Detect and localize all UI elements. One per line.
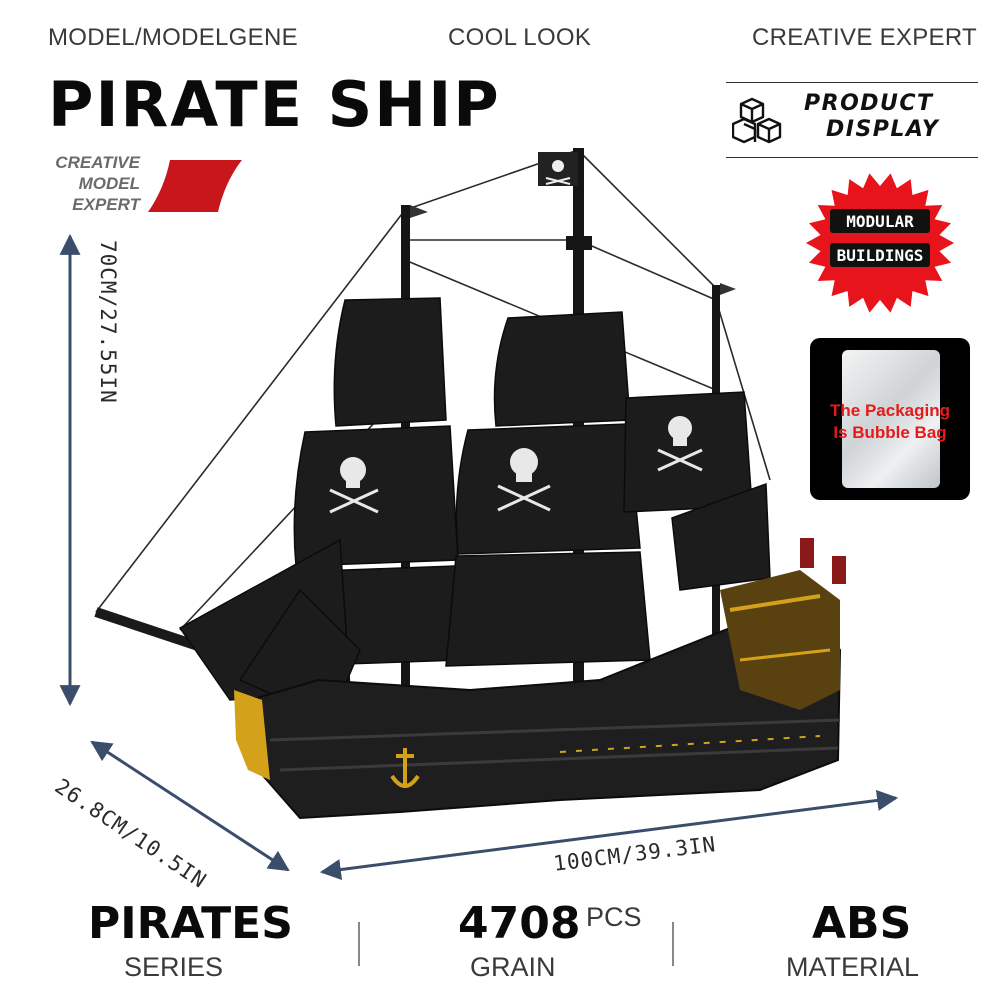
red-flag-icon <box>148 160 242 212</box>
product-display-line2: DISPLAY <box>826 117 940 142</box>
material-value: ABS <box>812 898 912 949</box>
grain-label: GRAIN <box>470 952 556 982</box>
product-display-box: PRODUCT DISPLAY <box>726 82 978 158</box>
cubes-icon <box>732 97 782 144</box>
anchor-icon <box>390 748 420 788</box>
creative-badge-line3: EXPERT <box>72 195 140 214</box>
hull <box>248 598 842 820</box>
packaging-image: The Packaging Is Bubble Bag <box>810 338 970 500</box>
page-title: PIRATE SHIP <box>48 68 501 141</box>
series-value: PIRATES <box>88 898 293 949</box>
figurehead <box>234 690 270 780</box>
packaging-line2: Is Bubble Bag <box>833 423 947 442</box>
creative-badge-text: CREATIVE MODEL EXPERT <box>52 152 140 215</box>
divider-2 <box>672 922 674 966</box>
length-arrow <box>319 790 899 880</box>
height-label: 70CM/27.55IN <box>96 240 120 404</box>
pieces-unit: PCS <box>586 902 642 932</box>
rigging <box>95 149 771 631</box>
bubble-bag <box>842 350 940 488</box>
modular-buildings-badge: MODULAR BUILDINGS <box>806 173 954 313</box>
skull-icon <box>329 416 703 514</box>
packaging-line1: The Packaging <box>830 401 950 420</box>
header-center-label: COOL LOOK <box>448 24 592 51</box>
pieces-value: 4708 <box>458 898 581 949</box>
creative-badge-line1: CREATIVE <box>55 153 140 172</box>
product-display-line1: PRODUCT <box>804 91 934 116</box>
series-label: SERIES <box>124 952 224 982</box>
modular-badge-line2: BUILDINGS <box>837 246 924 265</box>
sails <box>178 297 771 721</box>
material-label: MATERIAL <box>786 952 920 982</box>
header-left-label: MODEL/MODELGENE <box>48 24 298 51</box>
divider-1 <box>358 922 360 966</box>
depth-arrow <box>90 740 290 872</box>
modular-badge-line1: MODULAR <box>846 212 914 231</box>
header-right-label: CREATIVE EXPERT <box>752 24 977 51</box>
creative-badge-line2: MODEL <box>78 174 140 193</box>
